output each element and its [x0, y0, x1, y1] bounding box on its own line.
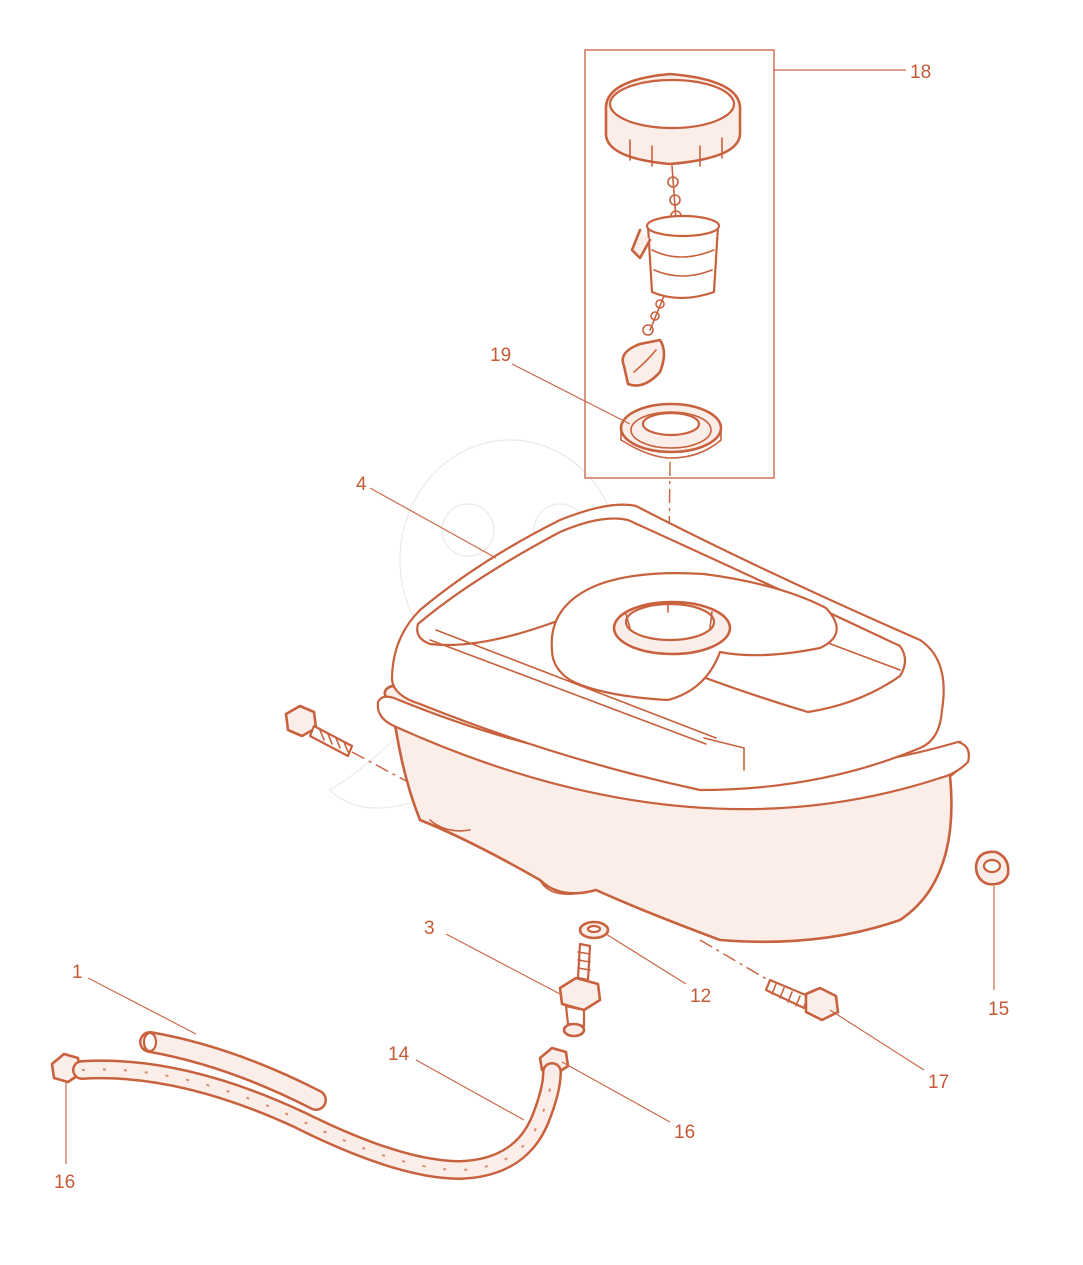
callout-14: 14 — [388, 1044, 410, 1065]
part-14-fuel-hose — [72, 1059, 562, 1181]
chain-clip — [621, 295, 666, 387]
part-19-seal-ring — [619, 402, 723, 459]
filler-cap — [604, 72, 742, 167]
part-17-bolt — [764, 978, 840, 1022]
callout-16-right: 16 — [674, 1122, 695, 1143]
part-18-filler-cap-group — [584, 49, 775, 479]
cap-chain — [667, 165, 682, 222]
cap-assembly-box — [584, 49, 775, 479]
part-1-short-hose — [139, 1031, 327, 1111]
mounting-bolt-left — [284, 704, 354, 758]
callout-15: 15 — [988, 999, 1009, 1020]
callout-19: 19 — [490, 345, 511, 366]
callout-1: 1 — [72, 962, 83, 983]
part-12-washer — [578, 920, 610, 940]
right-bolt-axis — [699, 939, 769, 981]
callout-16-left: 16 — [54, 1172, 75, 1193]
callout-3: 3 — [424, 918, 435, 939]
part-15-grommet — [974, 850, 1010, 886]
callout-4: 4 — [356, 474, 367, 495]
callout-18: 18 — [910, 62, 931, 83]
callout-labels: 18 19 4 3 12 1 14 16 16 17 15 — [54, 62, 1009, 1193]
fuel-strainer — [630, 214, 721, 300]
left-bolt-axis — [351, 751, 409, 783]
part-4-fuel-tank — [376, 503, 970, 944]
callout-17: 17 — [928, 1072, 949, 1093]
leader-lines — [65, 69, 995, 1164]
callout-12: 12 — [690, 986, 711, 1007]
part-3-fuel-valve — [558, 942, 602, 1038]
